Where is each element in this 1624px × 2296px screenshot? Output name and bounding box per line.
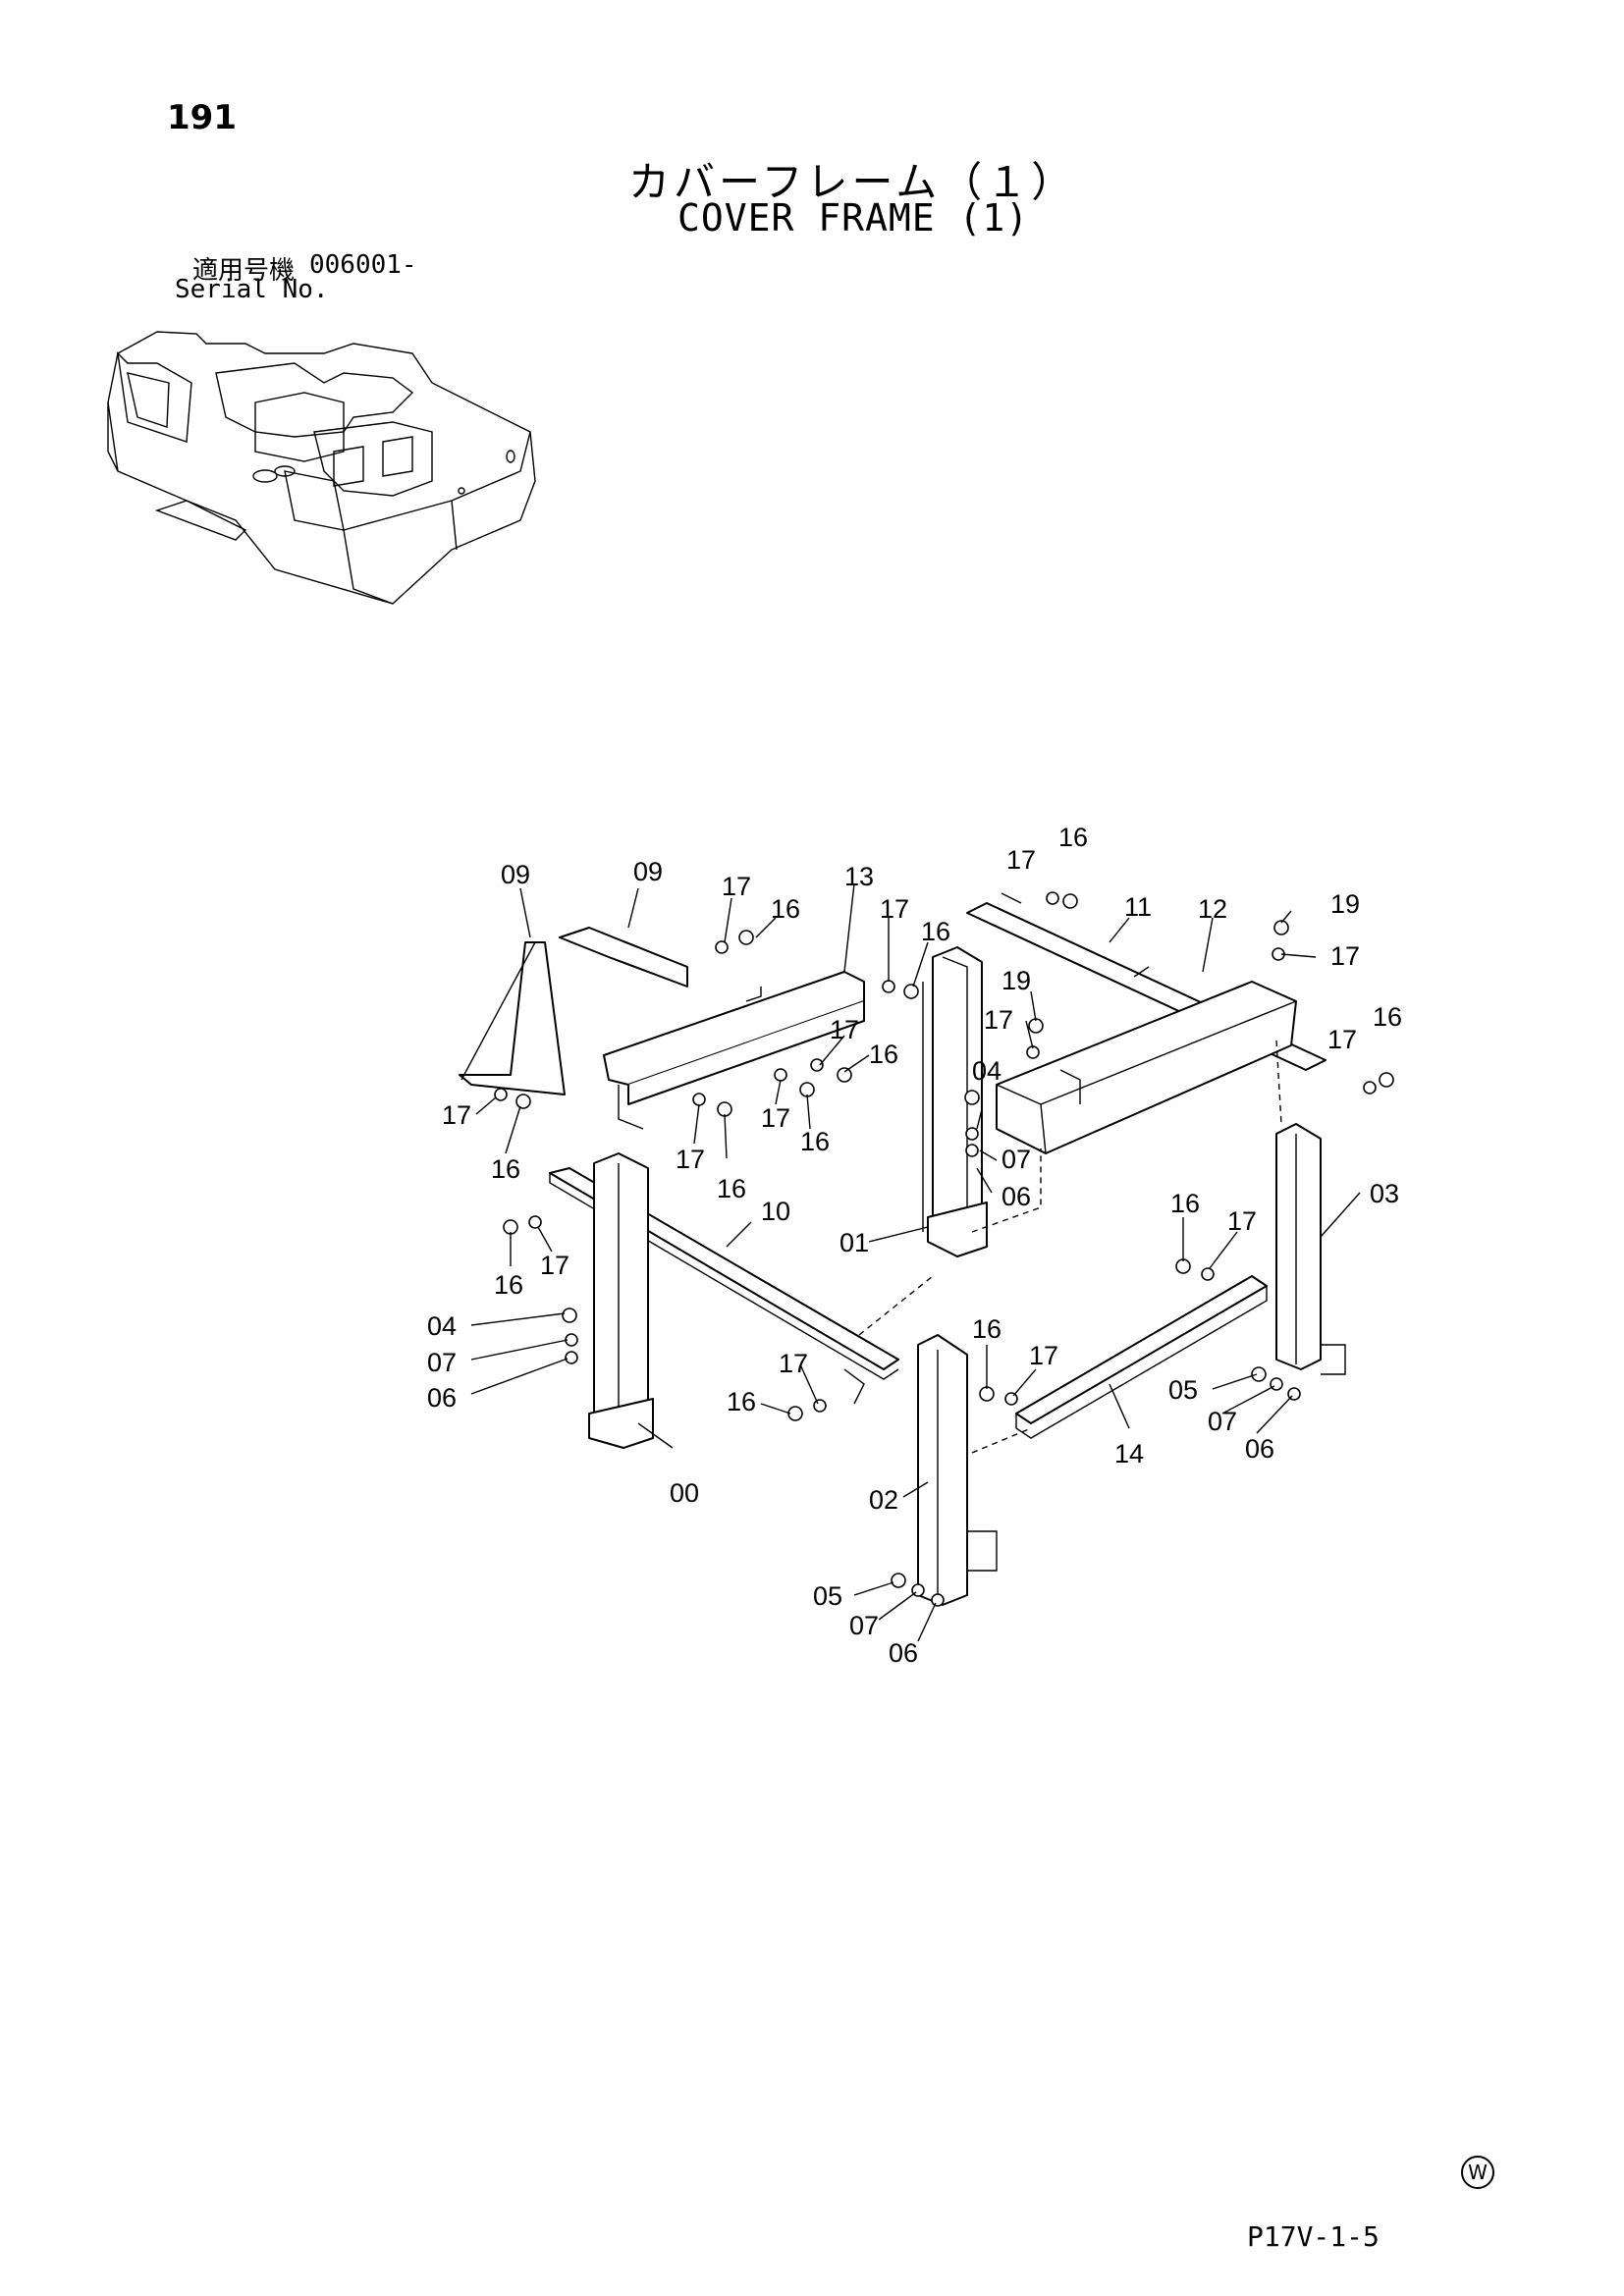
callout-14: 14 xyxy=(1114,1439,1144,1468)
callout-10: 10 xyxy=(761,1197,790,1226)
callout-17: 17 xyxy=(676,1145,705,1174)
callout-16: 16 xyxy=(491,1154,520,1184)
callout-06: 06 xyxy=(1245,1434,1274,1464)
callout-labels: 09 09 17 16 13 17 16 17 16 11 12 19 17 1… xyxy=(427,823,1402,1668)
callout-07: 07 xyxy=(1208,1407,1237,1436)
callout-11: 11 xyxy=(1124,892,1152,922)
serial-number-value: 006001- xyxy=(309,250,417,280)
callout-17: 17 xyxy=(1227,1206,1257,1236)
callout-06: 06 xyxy=(1001,1182,1031,1211)
callout-16: 16 xyxy=(771,894,800,924)
callout-17: 17 xyxy=(1327,1025,1357,1054)
callout-16: 16 xyxy=(494,1270,523,1300)
title-english: COVER FRAME (1) xyxy=(677,196,1030,240)
callout-16: 16 xyxy=(921,917,950,946)
part-09-brace-upper xyxy=(559,927,688,988)
callout-17: 17 xyxy=(779,1349,808,1378)
callout-03: 03 xyxy=(1370,1179,1399,1208)
machine-overview-figure xyxy=(107,331,536,605)
part-14-lower-beam xyxy=(1015,1275,1268,1439)
page-number: 191 xyxy=(167,98,237,137)
callout-17: 17 xyxy=(1006,845,1036,875)
assembly-guide-lines xyxy=(858,1040,1282,1454)
callout-02: 02 xyxy=(869,1485,898,1515)
callout-16: 16 xyxy=(869,1040,898,1069)
callout-17: 17 xyxy=(880,894,909,924)
callout-17: 17 xyxy=(722,872,751,901)
callout-16: 16 xyxy=(972,1314,1001,1344)
serial-label-english: Serial No. xyxy=(175,275,329,304)
callout-04: 04 xyxy=(427,1311,457,1341)
part-13-channel-frame xyxy=(603,971,865,1130)
callout-12: 12 xyxy=(1198,894,1227,924)
callout-16: 16 xyxy=(800,1127,830,1156)
callout-16: 16 xyxy=(727,1387,756,1416)
page-code: P17V-1-5 xyxy=(1247,2220,1380,2253)
callout-07: 07 xyxy=(1001,1145,1031,1174)
callout-17: 17 xyxy=(984,1005,1013,1035)
callout-09: 09 xyxy=(501,860,530,889)
callout-17: 17 xyxy=(761,1103,790,1133)
callout-07: 07 xyxy=(427,1348,457,1377)
callout-19: 19 xyxy=(1330,889,1360,919)
watermark-circle-w: W xyxy=(1461,2156,1494,2189)
callout-05: 05 xyxy=(1168,1375,1198,1405)
callout-16: 16 xyxy=(1170,1189,1200,1218)
callout-17: 17 xyxy=(1330,941,1360,971)
callout-01: 01 xyxy=(839,1228,869,1257)
callout-16: 16 xyxy=(1373,1002,1402,1032)
callout-06: 06 xyxy=(889,1638,918,1668)
callout-16: 16 xyxy=(1058,823,1088,852)
part-12-box-beam xyxy=(996,981,1297,1154)
callout-09: 09 xyxy=(633,857,663,886)
callout-17: 17 xyxy=(442,1100,471,1130)
callout-13: 13 xyxy=(844,862,874,891)
serial-label-japanese: 適用号機 xyxy=(192,256,296,286)
title-japanese: カバーフレーム（１） xyxy=(628,158,1077,206)
callout-06: 06 xyxy=(427,1383,457,1413)
callout-17: 17 xyxy=(540,1251,569,1280)
callout-17: 17 xyxy=(1029,1341,1058,1370)
leader-lines xyxy=(470,882,1361,1642)
callout-16: 16 xyxy=(717,1174,746,1203)
callout-05: 05 xyxy=(813,1581,842,1611)
callout-07: 07 xyxy=(849,1611,879,1640)
callout-00: 00 xyxy=(670,1478,699,1508)
callout-17: 17 xyxy=(830,1015,859,1044)
part-00-left-post xyxy=(588,1152,654,1449)
part-02-lower-post xyxy=(917,1334,998,1606)
part-03-right-post xyxy=(1275,1123,1346,1375)
callout-04: 04 xyxy=(972,1056,1001,1086)
callout-19: 19 xyxy=(1001,966,1031,995)
part-09-brace-left xyxy=(459,941,566,1095)
